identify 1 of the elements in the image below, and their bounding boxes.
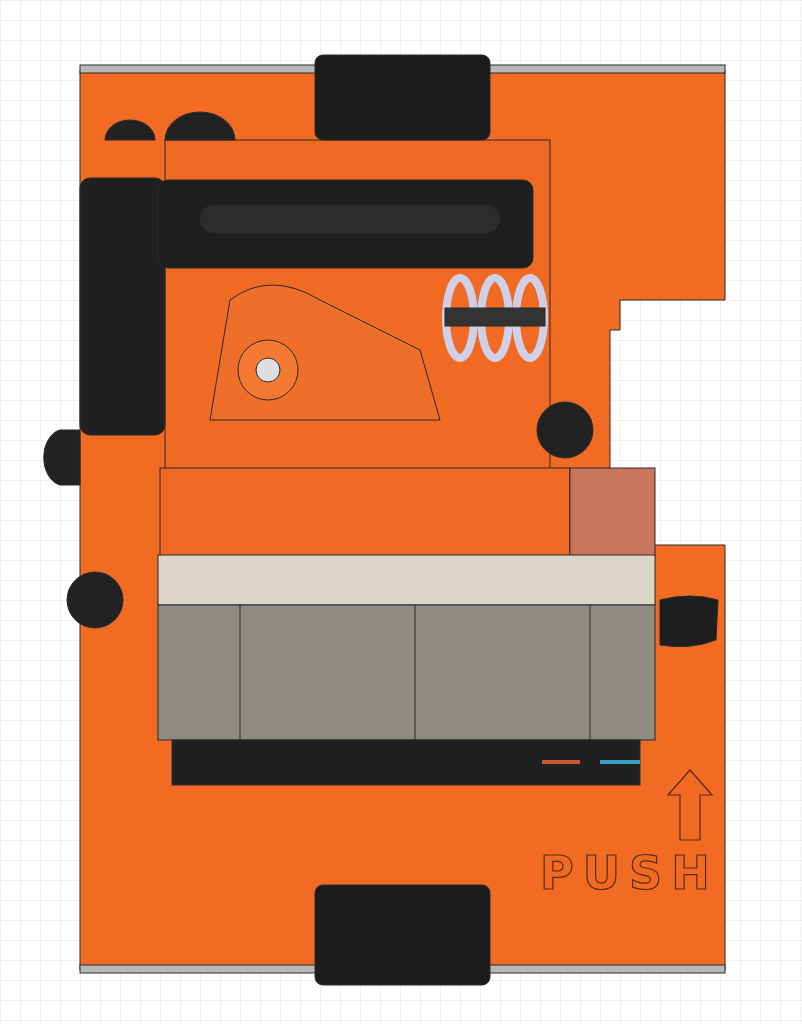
embossed-label: PUSH — [540, 850, 719, 896]
